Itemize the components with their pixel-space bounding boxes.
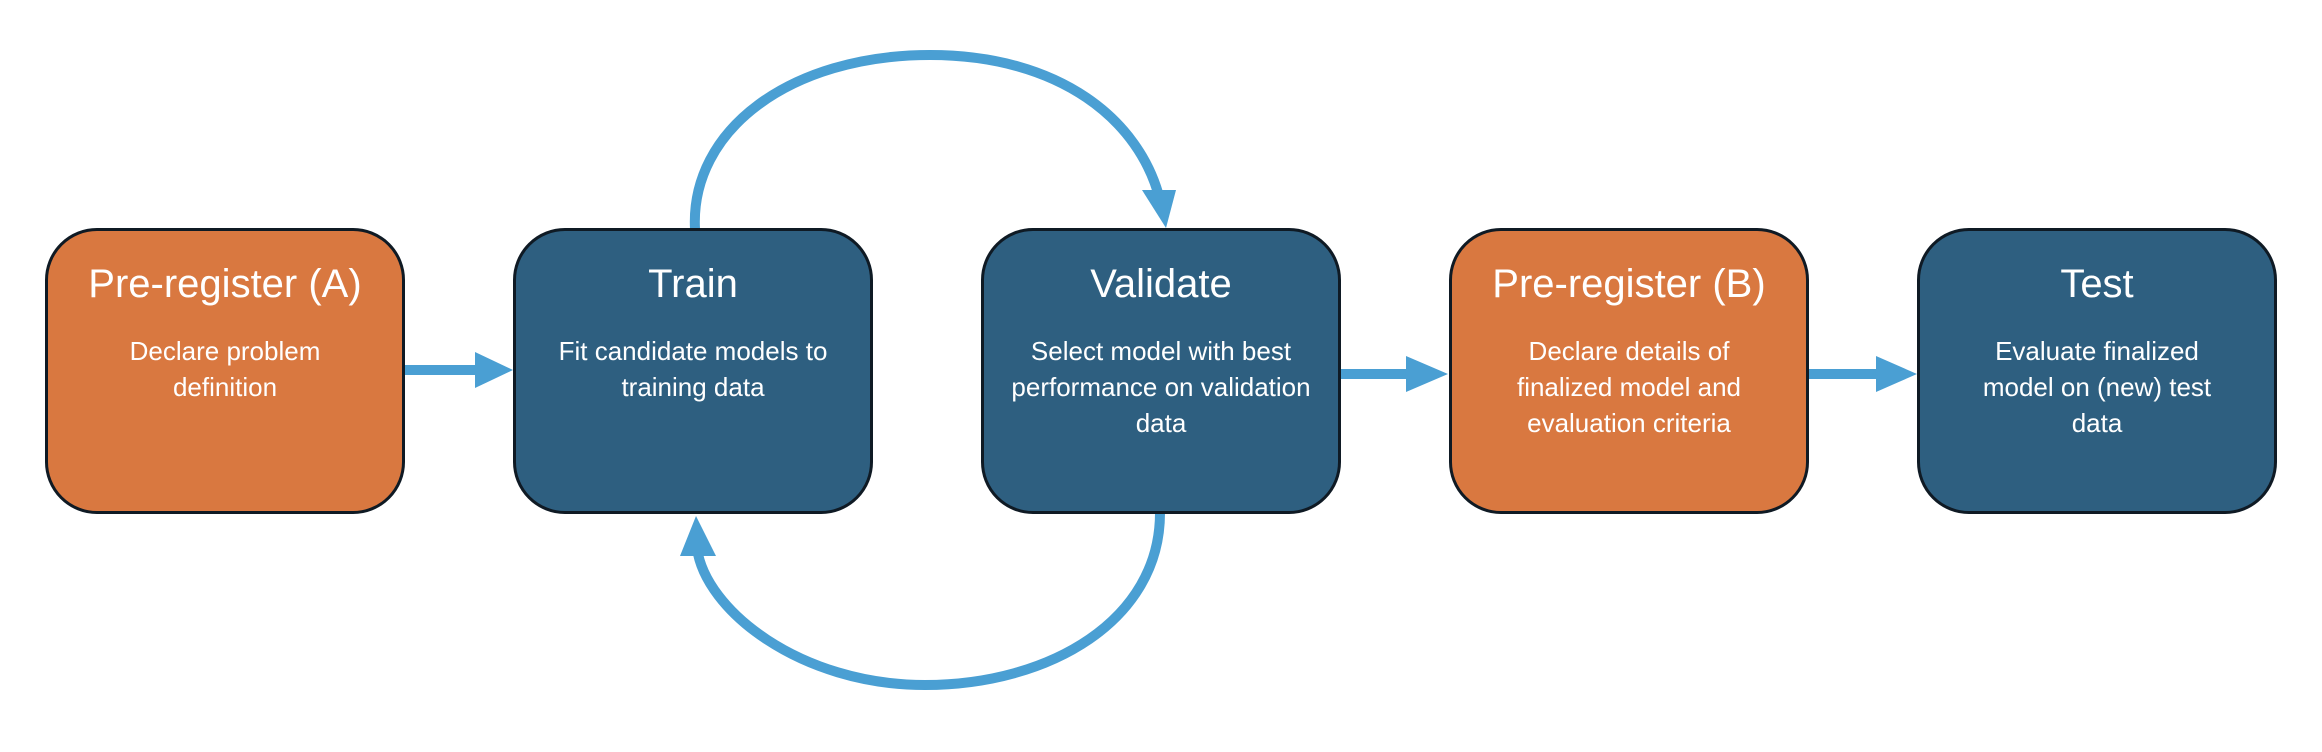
- arrow-validate-to-b-shaft: [1341, 369, 1406, 379]
- step-description: Declare details of finalized model and e…: [1516, 336, 1742, 438]
- step-test: Test Evaluate finalized model on (new) t…: [1917, 228, 2277, 514]
- step-title: Validate: [1090, 262, 1232, 306]
- step-pre-register-a: Pre-register (A) Declare problem definit…: [45, 228, 405, 514]
- step-title: Pre-register (B): [1492, 262, 1766, 306]
- step-title: Train: [648, 262, 738, 306]
- step-title: Test: [2060, 262, 2134, 306]
- loop-arrowhead-bottom: [680, 516, 716, 556]
- arrow-b-to-test-shaft: [1809, 369, 1876, 379]
- step-description: Fit candidate models to training data: [558, 336, 828, 402]
- step-description: Declare problem definition: [129, 336, 321, 402]
- arrow-a-to-train-head: [475, 352, 513, 388]
- step-train: Train Fit candidate models to training d…: [513, 228, 873, 514]
- arrow-validate-to-b-head: [1406, 356, 1448, 392]
- arrow-b-to-test-head: [1876, 356, 1917, 392]
- step-title: Pre-register (A): [88, 262, 362, 306]
- step-description: Evaluate finalized model on (new) test d…: [1982, 336, 2212, 438]
- step-pre-register-b: Pre-register (B) Declare details of fina…: [1449, 228, 1809, 514]
- step-description: Select model with best performance on va…: [1011, 336, 1311, 438]
- loop-arrowhead-top: [1142, 190, 1176, 228]
- loop-arrow-validate-to-train: [692, 512, 1165, 691]
- arrow-a-to-train-shaft: [405, 365, 475, 375]
- step-validate: Validate Select model with best performa…: [981, 228, 1341, 514]
- loop-arrow-train-to-validate: [689, 49, 1165, 230]
